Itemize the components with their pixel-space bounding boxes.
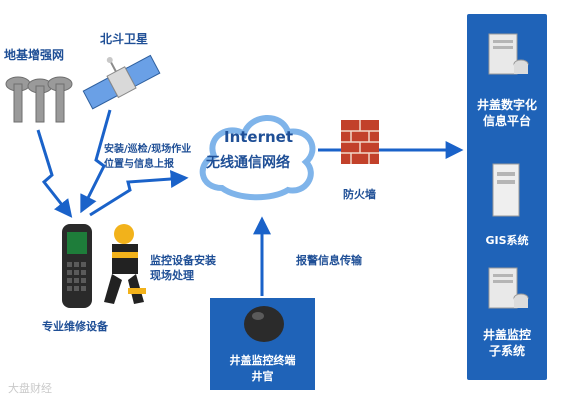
server-icon-3	[488, 267, 529, 309]
server-icon-2	[492, 163, 520, 217]
internet-label: Internet	[224, 128, 294, 146]
gis-system-label: GIS系统	[485, 234, 529, 247]
device-label: 专业维修设备	[42, 320, 108, 333]
platform-line1: 井盖数字化	[476, 98, 537, 112]
watermark-text: 大盘财经	[8, 382, 52, 395]
install-line1: 监控设备安装	[150, 254, 216, 267]
firewall-icon	[341, 120, 379, 164]
platform-line2: 信息平台	[482, 114, 531, 128]
sensor-dome-icon	[244, 306, 284, 342]
device-to-cloud-arrow	[89, 170, 189, 217]
terminal-panel: 井盖监控终端 井官	[210, 298, 315, 390]
platform-panel: 井盖数字化 信息平台 GIS系统 井盖监控 子系统	[467, 14, 547, 380]
satellite-to-device-arrow	[80, 109, 112, 214]
operation-report-line2: 位置与信息上报	[104, 159, 174, 170]
firewall-label: 防火墙	[343, 188, 376, 201]
worker-icon	[104, 224, 146, 304]
operation-report-line1: 安装/巡检/现场作业	[104, 144, 192, 155]
subsystem-line1: 井盖监控	[482, 328, 531, 342]
beidou-label: 北斗卫星	[100, 32, 149, 46]
terminal-line2: 井官	[251, 370, 274, 383]
ground-augmentation-label: 地基增强网	[4, 48, 65, 62]
ground-augmentation-icon	[5, 76, 73, 123]
satellite-icon	[82, 54, 161, 110]
wireless-network-label: 无线通信网络	[206, 155, 290, 171]
alarm-transmission-label: 报警信息传输	[296, 254, 362, 267]
terminal-line1: 井盖监控终端	[229, 354, 296, 367]
ground-to-device-arrow	[36, 129, 73, 218]
subsystem-line2: 子系统	[488, 344, 525, 358]
server-icon-1	[488, 33, 529, 75]
internet-cloud	[199, 115, 316, 201]
install-line2: 现场处理	[150, 269, 194, 282]
handheld-device-icon	[62, 224, 92, 308]
